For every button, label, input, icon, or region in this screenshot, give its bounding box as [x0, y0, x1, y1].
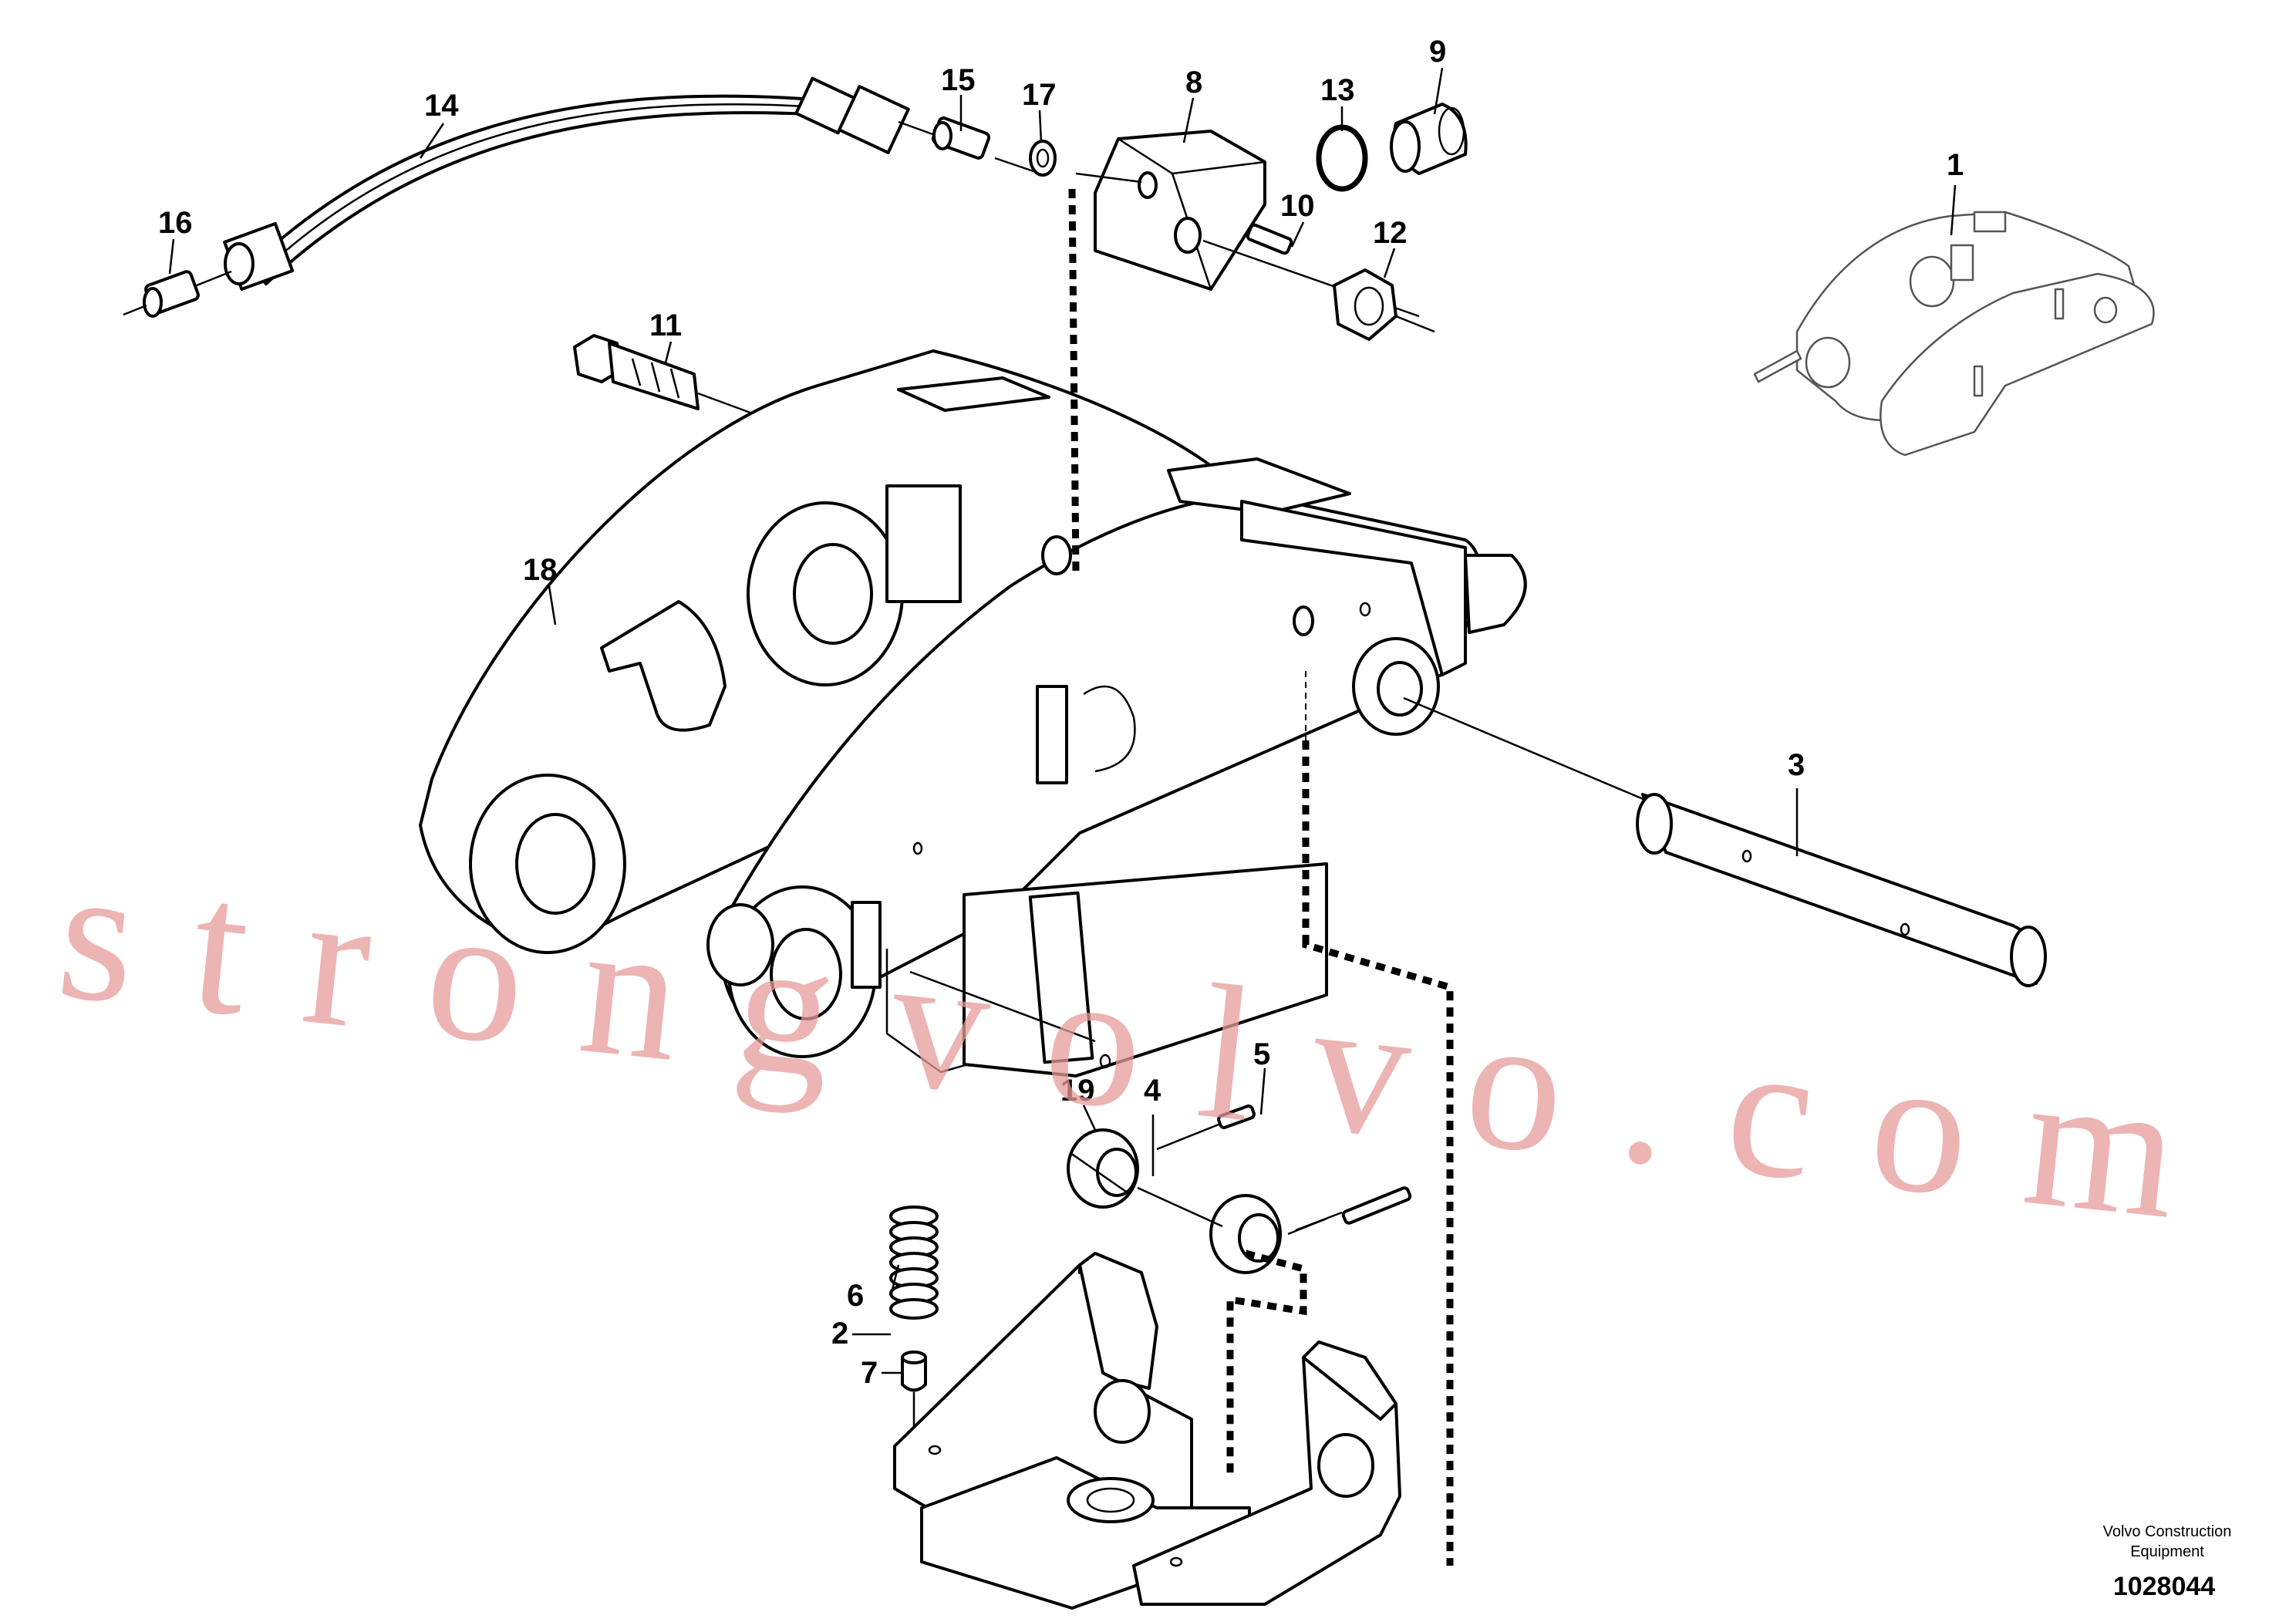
leader-lines — [168, 67, 1957, 1374]
hose-assembly — [123, 76, 1057, 318]
footer-drawing-number: 1028044 — [2113, 1572, 2215, 1601]
valve-block-8 — [1075, 130, 1420, 318]
callout-6: 6 — [847, 1279, 864, 1313]
callout-3: 3 — [1788, 748, 1805, 782]
nut-12 — [1333, 268, 1435, 341]
spring-6 — [889, 1206, 939, 1320]
seal-ring-17 — [1029, 140, 1057, 177]
locking-wedge-2 — [893, 1252, 1401, 1610]
callout-7: 7 — [861, 1356, 878, 1390]
assembly-guide-lines — [1068, 188, 1454, 1566]
callout-17: 17 — [1022, 78, 1057, 112]
nipple-15 — [898, 116, 1034, 173]
nipple-16 — [123, 270, 232, 318]
callout-16: 16 — [158, 206, 193, 240]
callout-18: 18 — [523, 553, 558, 587]
pin-10 — [1246, 223, 1293, 255]
callout-9: 9 — [1429, 35, 1446, 69]
callout-4: 4 — [1144, 1074, 1161, 1108]
footer-company-line1: Volvo Construction — [2103, 1523, 2232, 1540]
callout-13: 13 — [1320, 73, 1355, 107]
bushing-19 — [1067, 1128, 1139, 1209]
coupler-frame-18 — [419, 349, 1527, 1074]
pin-3 — [1403, 696, 2047, 987]
callout-2: 2 — [831, 1317, 848, 1351]
callout-15: 15 — [941, 63, 976, 97]
callout-11: 11 — [649, 309, 682, 342]
footer-company-line2: Equipment — [2130, 1543, 2204, 1560]
overview-thumbnail-1 — [1753, 211, 2155, 457]
hose-end-fitting-right — [794, 76, 910, 154]
hose-end-fitting-left — [223, 221, 295, 291]
callout-8: 8 — [1185, 66, 1202, 99]
callout-12: 12 — [1373, 216, 1408, 250]
plug-9 — [1390, 103, 1468, 175]
callout-10: 10 — [1280, 189, 1315, 223]
o-ring-13 — [1316, 124, 1368, 192]
callout-numbers: 1 2 3 4 5 6 7 8 9 10 11 12 13 14 15 16 1… — [158, 35, 1964, 1390]
spring-pins-5 — [1156, 1104, 1412, 1232]
latch-plate — [909, 862, 1328, 1077]
footer-block: Volvo Construction Equipment 1028044 — [2103, 1523, 2232, 1601]
callout-1: 1 — [1947, 148, 1964, 182]
callout-14: 14 — [424, 89, 459, 123]
callout-5: 5 — [1253, 1037, 1270, 1071]
callout-19: 19 — [1060, 1074, 1095, 1108]
